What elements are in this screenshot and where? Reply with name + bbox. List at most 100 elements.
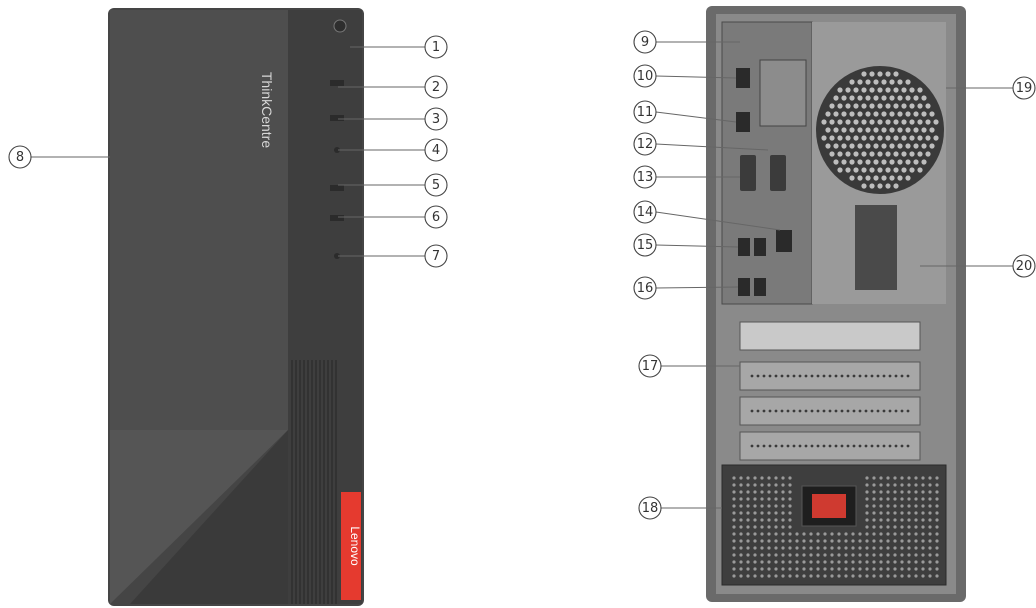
- psu-mesh-hole: [893, 490, 897, 494]
- fan-holes: [821, 71, 939, 189]
- fan-hole: [889, 95, 895, 101]
- psu-mesh-hole: [893, 511, 897, 515]
- pci-slot-vent: [756, 374, 760, 378]
- pci-slot-vent: [798, 409, 802, 413]
- psu-mesh-hole: [879, 518, 883, 522]
- fan-hole: [853, 119, 859, 125]
- fan-hole: [865, 143, 871, 149]
- psu-mesh-hole: [823, 574, 827, 578]
- psu-mesh-hole: [851, 553, 855, 557]
- pci-slot-vent: [780, 444, 784, 448]
- psu-mesh-hole: [851, 560, 855, 564]
- psu-mesh-hole: [893, 504, 897, 508]
- psu-mesh-hole: [844, 567, 848, 571]
- fan-hole: [873, 79, 879, 85]
- psu-mesh-hole: [928, 511, 932, 515]
- psu-mesh-hole: [760, 567, 764, 571]
- psu-mesh-hole: [753, 525, 757, 529]
- psu-mesh-hole: [858, 567, 862, 571]
- psu-mesh-hole: [795, 539, 799, 543]
- psu-mesh-hole: [900, 574, 904, 578]
- psu-mesh-hole: [872, 518, 876, 522]
- psu-mesh-hole: [767, 490, 771, 494]
- psu-mesh-hole: [788, 497, 792, 501]
- psu-mesh-hole: [865, 532, 869, 536]
- fan-hole: [845, 151, 851, 157]
- psu-mesh-hole: [760, 539, 764, 543]
- fan-hole: [897, 175, 903, 181]
- fan-hole: [917, 151, 923, 157]
- fan-hole: [881, 95, 887, 101]
- psu-mesh-hole: [732, 574, 736, 578]
- psu-mesh-hole: [893, 525, 897, 529]
- psu-mesh-hole: [823, 546, 827, 550]
- psu-mesh-hole: [872, 504, 876, 508]
- psu-mesh-hole: [774, 490, 778, 494]
- psu-mesh-hole: [928, 553, 932, 557]
- psu-mesh-hole: [914, 511, 918, 515]
- psu-mesh-hole: [907, 476, 911, 480]
- callout-number: 18: [642, 501, 659, 516]
- psu-mesh-hole: [935, 525, 939, 529]
- psu-mesh-hole: [879, 539, 883, 543]
- fan-hole: [845, 135, 851, 141]
- psu-mesh-hole: [865, 497, 869, 501]
- fan-hole: [861, 71, 867, 77]
- psu-mesh-hole: [781, 539, 785, 543]
- fan-hole: [845, 87, 851, 93]
- psu-mesh-hole: [865, 483, 869, 487]
- psu-mesh-hole: [865, 504, 869, 508]
- fan-hole: [929, 127, 935, 133]
- psu-mesh-hole: [746, 511, 750, 515]
- psu-mesh-hole: [914, 497, 918, 501]
- padlock-loop: [855, 205, 897, 290]
- callout-circle: [633, 30, 657, 54]
- callout-1: 1: [424, 35, 448, 59]
- fan-hole: [885, 71, 891, 77]
- fan-hole: [913, 159, 919, 165]
- psu-mesh-hole: [746, 546, 750, 550]
- pci-slot-vent: [864, 444, 868, 448]
- callout-circle: [8, 145, 32, 169]
- psu-mesh-hole: [886, 546, 890, 550]
- fan-hole: [849, 127, 855, 133]
- callout-number: 1: [432, 40, 440, 55]
- fan-hole: [869, 151, 875, 157]
- psu-mesh-hole: [746, 490, 750, 494]
- pci-slot-vent: [822, 409, 826, 413]
- psu-mesh-hole: [928, 539, 932, 543]
- psu-mesh-hole: [928, 525, 932, 529]
- psu-mesh-hole: [886, 525, 890, 529]
- psu-mesh-hole: [886, 532, 890, 536]
- psu-mesh-hole: [900, 504, 904, 508]
- psu-mesh-hole: [921, 567, 925, 571]
- fan-hole: [881, 127, 887, 133]
- pci-slot-vent: [882, 409, 886, 413]
- psu-mesh-hole: [781, 497, 785, 501]
- psu-mesh-hole: [921, 504, 925, 508]
- fan-hole: [821, 135, 827, 141]
- psu-mesh-hole: [914, 504, 918, 508]
- psu-mesh-hole: [739, 476, 743, 480]
- psu-mesh-hole: [914, 546, 918, 550]
- fan-hole: [821, 119, 827, 125]
- fan-hole: [877, 87, 883, 93]
- psu-mesh-hole: [907, 574, 911, 578]
- fan-hole: [905, 111, 911, 117]
- fan-hole: [865, 95, 871, 101]
- psu-mesh-hole: [935, 497, 939, 501]
- callout-number: 17: [642, 359, 659, 374]
- psu-mesh-hole: [830, 539, 834, 543]
- pci-slot-vent: [840, 409, 844, 413]
- psu-mesh-hole: [732, 553, 736, 557]
- psu-mesh-hole: [760, 490, 764, 494]
- psu-mesh-hole: [872, 511, 876, 515]
- fan-hole: [881, 175, 887, 181]
- psu-mesh-hole: [900, 497, 904, 501]
- psu-mesh-hole: [767, 539, 771, 543]
- fan-hole: [921, 127, 927, 133]
- pci-slots: [739, 321, 921, 461]
- psu-mesh-hole: [788, 490, 792, 494]
- fan-hole: [881, 159, 887, 165]
- pci-slot-vent: [906, 409, 910, 413]
